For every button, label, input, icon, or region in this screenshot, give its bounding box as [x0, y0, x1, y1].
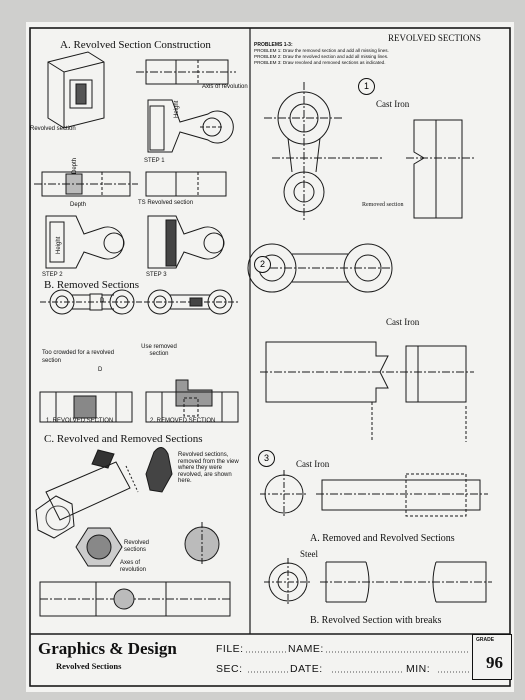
problem-1-drawing	[264, 82, 476, 222]
too-crowded-label: Too crowded for a revolved section	[42, 350, 115, 364]
step-2-label: STEP 2	[42, 272, 63, 278]
section-b-title: B. Removed Sections	[44, 279, 140, 291]
revolved-section-label: Revolved section	[30, 126, 76, 132]
problem-1-link-drawing	[247, 243, 393, 293]
problem-3-number: 3	[258, 450, 275, 467]
removed-section-label: Removed section	[362, 202, 404, 208]
axis-of-revolution-label: Axis of revolution	[202, 84, 248, 90]
worksheet-drawings	[29, 27, 511, 687]
step-1-label: STEP 1	[144, 158, 165, 164]
subtitle-a: A. Removed and Revolved Sections	[310, 533, 455, 544]
min-label: MIN:	[406, 663, 431, 675]
problems-heading: PROBLEMS 1-3:	[254, 42, 293, 48]
axes-of-revolution-label: Axes of revolution	[120, 560, 147, 574]
problem-3-instruction: PROBLEM 3: Draw revolved and removed sec…	[254, 60, 386, 65]
cast-iron-label-3: Cast Iron	[296, 459, 330, 469]
height-label-step2: Height	[56, 236, 62, 254]
subtitle-b: B. Revolved Section with breaks	[310, 615, 442, 626]
steel-label: Steel	[300, 549, 318, 559]
section-a-drawings	[34, 51, 236, 269]
depth-label: Depth	[70, 202, 87, 208]
depth-label-rotated: Depth	[72, 157, 78, 174]
problem-1-instruction: PROBLEM 1: Draw the removed section and …	[254, 48, 389, 53]
problem-3-drawing	[260, 470, 492, 606]
d-label-1: D	[100, 298, 105, 304]
problem-2-instruction: PROBLEM 2: Draw the revolved section and…	[254, 54, 389, 59]
height-label-top: Height	[174, 100, 180, 118]
revolved-sections-note: Revolved sections, removed from the view…	[178, 452, 239, 485]
revolved-sections-label: Revolved sections	[124, 540, 150, 554]
ts-revolved-section-label: TS Revolved section	[138, 200, 194, 206]
problem-2-drawing	[260, 341, 474, 442]
cast-iron-label-2: Cast Iron	[386, 317, 420, 327]
sec-label: SEC:	[216, 663, 243, 675]
brand-subtitle: Revolved Sections	[56, 661, 122, 671]
file-label: FILE:	[216, 643, 244, 655]
worksheet-page: A. Revolved Section Construction REVOLVE…	[26, 22, 514, 692]
problem-1-number: 1	[358, 78, 375, 95]
removed-section-caption: 2. REMOVED SECTION	[150, 418, 216, 424]
section-c-drawings	[35, 447, 231, 617]
d-label-2: D	[98, 367, 103, 373]
cast-iron-label-1: Cast Iron	[376, 99, 410, 109]
revolved-section-caption: 1. REVOLVED SECTION	[46, 418, 114, 424]
section-b-drawings	[39, 289, 240, 423]
worksheet-title: REVOLVED SECTIONS	[388, 33, 481, 43]
grade-label: GRADE	[476, 637, 495, 643]
use-removed-label: Use removed section	[141, 344, 177, 358]
section-a-title: A. Revolved Section Construction	[60, 39, 211, 51]
problem-2-number: 2	[254, 256, 271, 273]
brand-title: Graphics & Design	[38, 639, 177, 658]
step-3-label: STEP 3	[146, 272, 167, 278]
date-label: DATE:	[290, 663, 323, 675]
page-number: 96	[486, 653, 503, 672]
name-label: NAME:	[288, 643, 324, 655]
section-c-title: C. Revolved and Removed Sections	[44, 433, 203, 445]
grade-box: GRADE	[472, 634, 512, 680]
